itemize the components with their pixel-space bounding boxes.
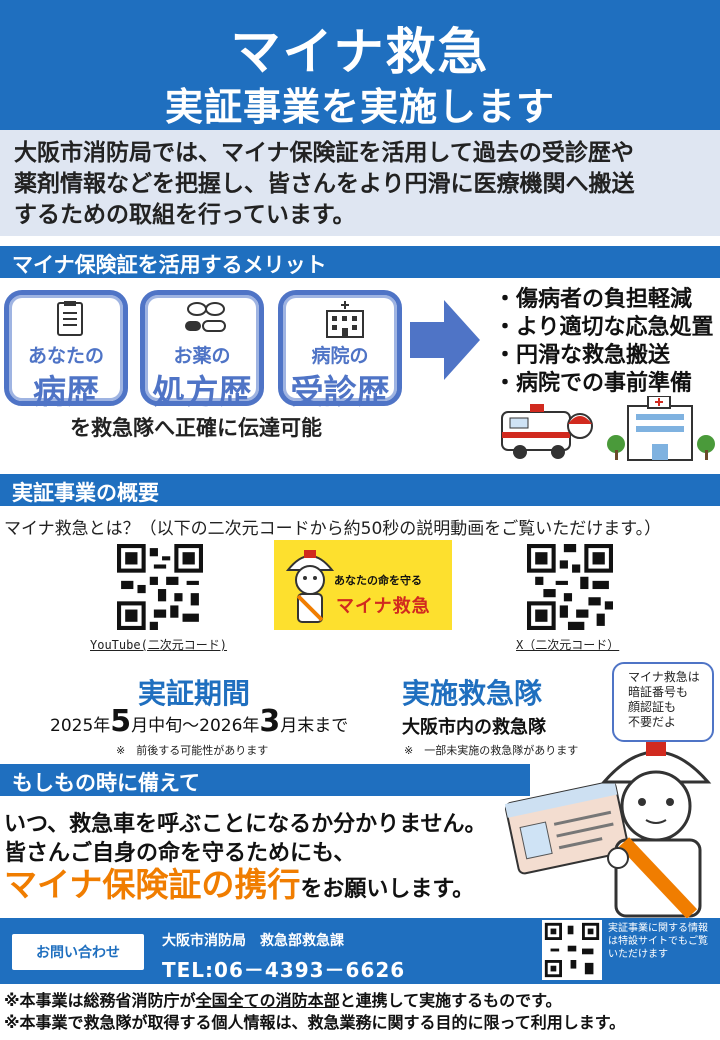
special-site-qr-code[interactable] xyxy=(542,920,602,980)
footnote-part: ※本事業は総務省消防庁が xyxy=(4,991,196,1010)
banner-line1: あなたの命を守る xyxy=(334,574,422,587)
prepare-line: マイナ保険証の携行をお願いします。 xyxy=(4,868,486,904)
footnote: ※本事業は総務省消防庁が全国全ての消防本部と連携して実施するものです。 xyxy=(4,990,625,1012)
benefit-item: ・傷病者の負担軽減 xyxy=(494,287,693,312)
convey-text: を救急隊へ正確に伝達可能 xyxy=(70,416,322,440)
card-hospital-visits: 病院の 受診歴 xyxy=(278,290,402,411)
qr-caption: 実証事業に関する情報は特設サイトでもご覧いただけます xyxy=(608,923,708,960)
x-qr-label[interactable]: X（二次元コード） xyxy=(516,638,620,652)
firefighter-mascot-icon xyxy=(285,550,335,623)
ambulance-icon xyxy=(501,404,593,459)
period-note: ※ 前後する可能性があります xyxy=(116,744,269,757)
benefits-list: ・傷病者の負担軽減 ・より適切な応急処置 ・円滑な救急搬送 ・病院での事前準備 xyxy=(494,286,714,398)
period-end: 月末まで xyxy=(280,716,349,736)
prepare-line: いつ、救急車を呼ぶことになるか分かりません。 xyxy=(4,812,487,837)
intro-text: 大阪市消防局では、マイナ保険証を活用して過去の受診歴や 薬剤情報などを把握し、皆… xyxy=(0,130,720,236)
period-text: 2025年5月中旬～2026年3月末まで xyxy=(50,704,348,739)
bubble-line: 暗証番号も xyxy=(628,685,689,699)
page-title: マイナ救急 xyxy=(230,23,490,81)
bubble-line: マイナ救急は xyxy=(628,670,700,684)
footnote-underline: 全国全ての消防本部 xyxy=(195,991,340,1010)
speech-bubble: マイナ救急は 暗証番号も 顔認証も 不要だよ xyxy=(612,662,714,742)
period-mid: 月中旬～2026年 xyxy=(131,716,260,736)
department-name: 大阪市消防局 救急部救急課 xyxy=(162,933,344,949)
intro-line: 薬剤情報などを把握し、皆さんをより円滑に医療機関へ搬送 xyxy=(14,171,635,197)
hospital-building-icon xyxy=(607,396,715,461)
card-small-label: あなたの xyxy=(27,345,104,367)
clipboard-icon xyxy=(9,301,123,339)
header: マイナ救急 実証事業を実施します xyxy=(0,0,720,130)
footnote-part: と連携して実施するものです。 xyxy=(339,991,562,1010)
card-big-label: 病歴 xyxy=(33,372,99,411)
maina-kyukyu-banner: あなたの命を守る マイナ救急 xyxy=(274,540,452,630)
card-prescription-history: お薬の 処方歴 xyxy=(140,290,264,411)
benefit-item: ・病院での事前準備 xyxy=(494,371,693,396)
period-month1: 5 xyxy=(110,704,132,739)
page-subtitle: 実証事業を実施します xyxy=(164,85,555,129)
youtube-qr-label[interactable]: YouTube(二次元コード) xyxy=(90,638,228,652)
prepare-highlight: マイナ保険証の携行 xyxy=(4,865,301,904)
period-year1: 2025年 xyxy=(50,716,111,736)
youtube-qr-code[interactable] xyxy=(117,544,203,630)
card-small-label: お薬の xyxy=(173,345,231,367)
prepare-heading: もしもの時に備えて xyxy=(0,764,530,796)
footer: お問い合わせ 大阪市消防局 救急部救急課 TEL:06－4393－6626 実証… xyxy=(0,918,720,984)
footnote: ※本事業で救急隊が取得する個人情報は、救急業務に関する目的に限って利用します。 xyxy=(4,1013,626,1032)
x-qr-code[interactable] xyxy=(527,544,613,630)
pills-icon xyxy=(145,301,259,339)
benefit-item: ・より適切な応急処置 xyxy=(494,315,714,340)
corps-title: 実施救急隊 xyxy=(402,677,543,710)
card-big-label: 受診歴 xyxy=(290,372,390,411)
corps-note: ※ 一部未実施の救急隊があります xyxy=(404,744,579,757)
card-small-label: 病院の xyxy=(311,345,369,367)
firefighter-mascot-icon xyxy=(504,742,712,918)
intro-line: するための取組を行っています。 xyxy=(14,202,356,228)
prepare-text: いつ、救急車を呼ぶことになるか分かりません。 皆さんご自身の命を守るためにも、 … xyxy=(4,810,486,904)
bubble-line: 顔認証も xyxy=(628,700,677,714)
prepare-line: 皆さんご自身の命を守るためにも、 xyxy=(4,841,356,866)
overview-heading: 実証事業の概要 xyxy=(0,474,720,506)
arrow-right-icon xyxy=(410,300,480,380)
prepare-tail: をお願いします。 xyxy=(300,877,475,902)
period-title: 実証期間 xyxy=(138,677,251,710)
telephone-number[interactable]: TEL:06－4393－6626 xyxy=(162,958,406,982)
bubble-line: 不要だよ xyxy=(628,715,677,729)
corps-body: 大阪市内の救急隊 xyxy=(402,717,546,738)
inquiry-label: お問い合わせ xyxy=(12,934,144,970)
benefit-item: ・円滑な救急搬送 xyxy=(494,343,671,368)
what-is-text: マイナ救急とは？（以下の二次元コードから約50秒の説明動画をご覧いただけます。） xyxy=(4,519,662,539)
card-big-label: 処方歴 xyxy=(152,372,252,411)
footnotes: ※本事業は総務省消防庁が全国全ての消防本部と連携して実施するものです。 ※本事業… xyxy=(4,990,625,1034)
merits-heading: マイナ保険証を活用するメリット xyxy=(0,246,720,278)
intro-line: 大阪市消防局では、マイナ保険証を活用して過去の受診歴や xyxy=(14,140,634,166)
hospital-icon xyxy=(283,301,397,339)
period-month2: 3 xyxy=(259,704,281,739)
banner-line2: マイナ救急 xyxy=(336,596,431,617)
card-medical-history: あなたの 病歴 xyxy=(4,290,128,411)
